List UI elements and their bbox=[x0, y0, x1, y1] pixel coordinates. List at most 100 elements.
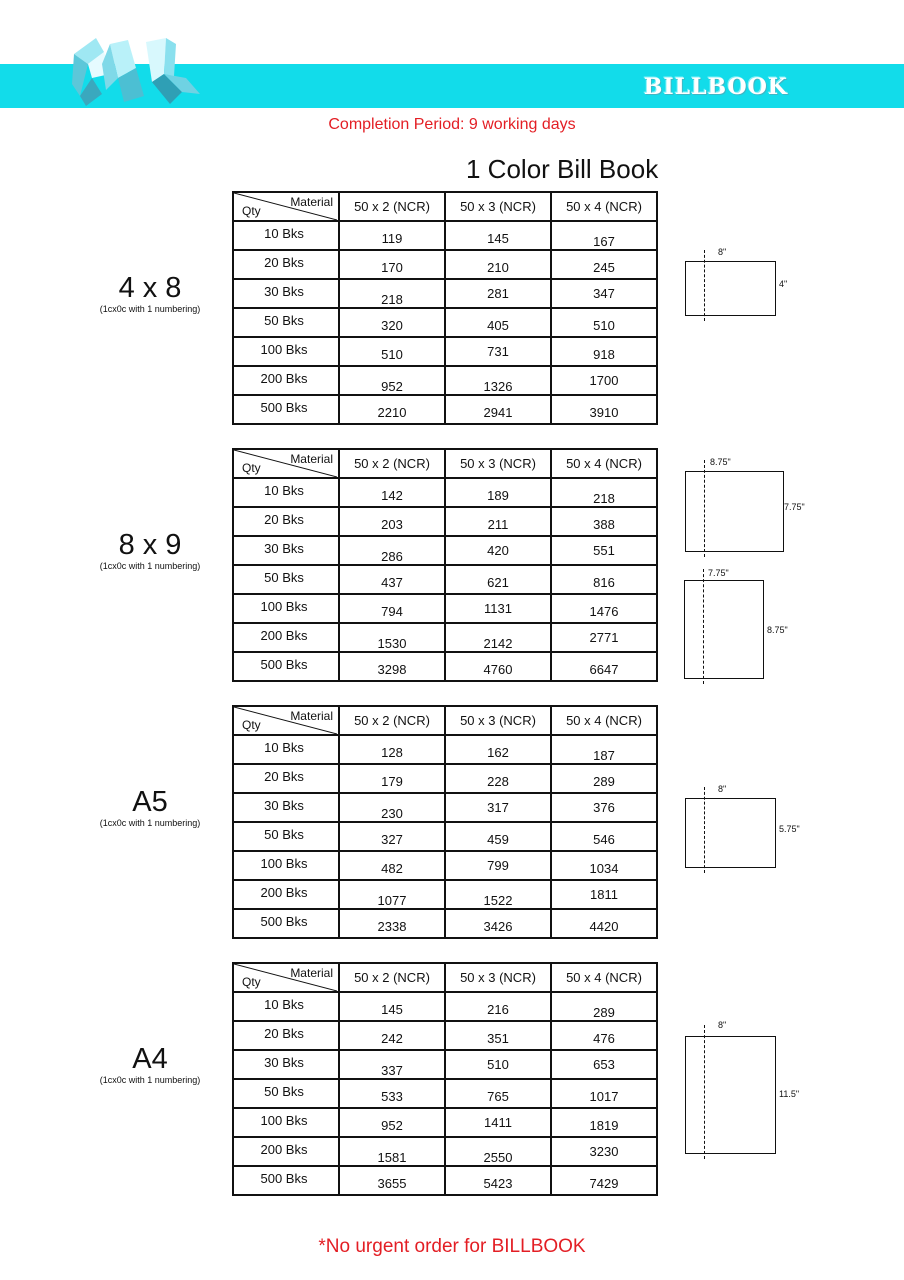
price-cell: 320 bbox=[338, 307, 446, 338]
price-cell: 653 bbox=[550, 1049, 658, 1080]
price-value: 1131 bbox=[484, 601, 512, 616]
table-row: 50 Bks 320 405 510 bbox=[232, 307, 658, 338]
price-value: 142 bbox=[381, 488, 403, 503]
price-value: 210 bbox=[487, 260, 509, 275]
price-cell: 1530 bbox=[338, 622, 446, 653]
price-cell: 459 bbox=[444, 821, 552, 852]
qty-cell: 10 Bks bbox=[232, 477, 340, 508]
price-cell: 228 bbox=[444, 763, 552, 794]
price-cell: 952 bbox=[338, 365, 446, 396]
qty-header: Qty bbox=[242, 461, 261, 475]
column-header: 50 x 3 (NCR) bbox=[444, 191, 552, 222]
price-cell: 3426 bbox=[444, 908, 552, 939]
price-value: 952 bbox=[381, 379, 403, 394]
price-value: 187 bbox=[593, 748, 615, 763]
price-value: 170 bbox=[381, 260, 403, 275]
price-cell: 551 bbox=[550, 535, 658, 566]
qty-cell: 500 Bks bbox=[232, 394, 340, 425]
size-note: (1cx0c with 1 numbering) bbox=[99, 1075, 201, 1085]
price-value: 1700 bbox=[589, 373, 619, 388]
price-value: 289 bbox=[593, 1005, 615, 1020]
price-cell: 1581 bbox=[338, 1136, 446, 1167]
qty-cell: 50 Bks bbox=[232, 564, 340, 595]
price-value: 4420 bbox=[589, 919, 619, 934]
size-note: (1cx0c with 1 numbering) bbox=[99, 818, 201, 828]
size-name: A4 bbox=[132, 1043, 168, 1075]
column-header: 50 x 3 (NCR) bbox=[444, 962, 552, 993]
qty-header: Qty bbox=[242, 204, 261, 218]
price-value: 320 bbox=[381, 318, 403, 333]
price-cell: 482 bbox=[338, 850, 446, 881]
qty-label: 200 Bks bbox=[260, 371, 308, 386]
price-value: 1522 bbox=[483, 893, 513, 908]
qty-label: 30 Bks bbox=[264, 541, 304, 556]
price-value: 420 bbox=[487, 543, 509, 558]
binding-line bbox=[704, 460, 705, 557]
book-size-diagram bbox=[685, 1025, 776, 1159]
price-cell: 3230 bbox=[550, 1136, 658, 1167]
price-cell: 731 bbox=[444, 336, 552, 367]
qty-header: Qty bbox=[242, 718, 261, 732]
price-value: 211 bbox=[487, 517, 509, 532]
price-value: 510 bbox=[593, 318, 615, 333]
size-note: (1cx0c with 1 numbering) bbox=[99, 561, 201, 571]
qty-label: 100 Bks bbox=[260, 1113, 308, 1128]
price-cell: 1017 bbox=[550, 1078, 658, 1109]
qty-label: 200 Bks bbox=[260, 1142, 308, 1157]
qty-cell: 30 Bks bbox=[232, 792, 340, 823]
price-value: 2338 bbox=[377, 919, 407, 934]
qty-cell: 500 Bks bbox=[232, 651, 340, 682]
material-header: Material bbox=[290, 452, 333, 466]
qty-cell: 200 Bks bbox=[232, 622, 340, 653]
price-value: 189 bbox=[487, 488, 509, 503]
price-cell: 218 bbox=[338, 278, 446, 309]
column-header: 50 x 4 (NCR) bbox=[550, 962, 658, 993]
price-cell: 167 bbox=[550, 220, 658, 251]
qty-label: 20 Bks bbox=[264, 255, 304, 270]
width-dimension: 7.75" bbox=[708, 568, 729, 578]
price-value: 376 bbox=[593, 800, 615, 815]
price-cell: 337 bbox=[338, 1049, 446, 1080]
binding-line bbox=[704, 250, 705, 321]
qty-label: 30 Bks bbox=[264, 284, 304, 299]
column-header: 50 x 4 (NCR) bbox=[550, 448, 658, 479]
qty-label: 50 Bks bbox=[264, 313, 304, 328]
qty-label: 30 Bks bbox=[264, 1055, 304, 1070]
price-cell: 405 bbox=[444, 307, 552, 338]
qty-label: 10 Bks bbox=[264, 740, 304, 755]
qty-cell: 50 Bks bbox=[232, 821, 340, 852]
price-cell: 3298 bbox=[338, 651, 446, 682]
price-value: 731 bbox=[487, 344, 509, 359]
price-cell: 286 bbox=[338, 535, 446, 566]
price-value: 7429 bbox=[589, 1176, 619, 1191]
price-cell: 242 bbox=[338, 1020, 446, 1051]
price-cell: 510 bbox=[550, 307, 658, 338]
price-value: 5423 bbox=[483, 1176, 513, 1191]
price-cell: 189 bbox=[444, 477, 552, 508]
qty-cell: 200 Bks bbox=[232, 1136, 340, 1167]
price-value: 437 bbox=[381, 575, 403, 590]
completion-period: Completion Period: 9 working days bbox=[328, 116, 576, 133]
price-cell: 2941 bbox=[444, 394, 552, 425]
price-cell: 230 bbox=[338, 792, 446, 823]
price-value: 242 bbox=[381, 1031, 403, 1046]
price-cell: 210 bbox=[444, 249, 552, 280]
width-dimension: 8" bbox=[718, 1020, 727, 1030]
price-cell: 3910 bbox=[550, 394, 658, 425]
material-header: Material bbox=[290, 195, 333, 209]
